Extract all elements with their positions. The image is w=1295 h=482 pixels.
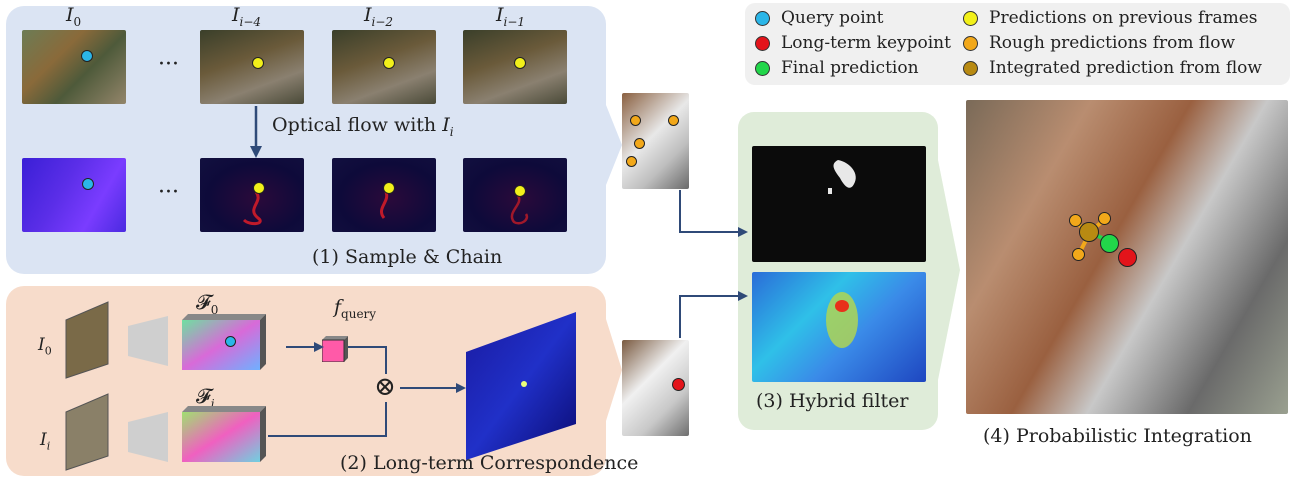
prev-prediction-marker xyxy=(514,185,526,197)
frame-label-i-1: Ii−1 xyxy=(496,4,526,29)
legend-label-final: Final prediction xyxy=(781,58,919,78)
final-prediction-marker xyxy=(1100,234,1119,253)
rough-prediction-marker xyxy=(630,115,641,126)
correlation-map xyxy=(466,312,576,460)
prev-prediction-marker xyxy=(252,57,264,69)
integrated-prediction-marker xyxy=(1079,222,1099,242)
legend-dot-integrated xyxy=(963,61,978,76)
feature-map-i xyxy=(182,406,266,462)
feature-map-0 xyxy=(182,314,266,370)
rough-prediction-marker xyxy=(626,156,637,167)
rgb-frame-0 xyxy=(22,30,126,104)
legend-dot-query xyxy=(755,11,770,26)
query-point-marker xyxy=(82,178,94,190)
frame-label-i-4: Ii−4 xyxy=(232,4,262,29)
flow-blob xyxy=(242,191,262,226)
prev-prediction-marker xyxy=(383,57,395,69)
legend-dot-previous xyxy=(963,11,978,26)
prev-prediction-marker xyxy=(253,182,265,194)
legend-label-longterm: Long-term keypoint xyxy=(781,33,951,53)
flow-frame-i-2 xyxy=(332,158,436,232)
flow-blob xyxy=(510,195,529,225)
rough-prediction-marker xyxy=(1072,248,1085,261)
fquery-label: fquery xyxy=(334,296,377,321)
optical-flow-arrow xyxy=(250,106,262,158)
legend-dot-rough xyxy=(963,36,978,51)
legend-label-previous: Predictions on previous frames xyxy=(989,8,1258,28)
ellipsis-row2: ··· xyxy=(158,180,179,205)
optical-flow-label: Optical flow with Ii xyxy=(272,114,454,139)
input-image-0 xyxy=(65,301,109,379)
legend-dot-final xyxy=(755,61,770,76)
flow-frame-0 xyxy=(22,158,126,232)
fquery-cube xyxy=(322,336,348,362)
flow-blob xyxy=(380,191,389,219)
input-label-0: I0 xyxy=(38,335,52,358)
long-term-caption: (2) Long-term Correspondence xyxy=(340,452,639,474)
encoder-shape-i xyxy=(128,412,168,462)
legend-label-query: Query point xyxy=(781,8,884,28)
flow-frame-i-4 xyxy=(200,158,304,232)
input-image-i xyxy=(65,393,109,471)
rough-prediction-marker xyxy=(1098,212,1111,225)
mask-shape xyxy=(828,160,856,194)
integration-caption: (4) Probabilistic Integration xyxy=(983,425,1252,447)
feature-label-0: 𝓕0 xyxy=(196,290,219,317)
long-term-keypoint-marker xyxy=(1118,248,1137,267)
rough-prediction-marker xyxy=(1069,214,1082,227)
encoder-shape-0 xyxy=(128,316,168,366)
long-term-keypoint-marker xyxy=(672,378,685,391)
hybrid-panel-arrow-tip xyxy=(936,150,960,390)
crop-to-hybrid-arrows xyxy=(679,190,748,338)
rough-prediction-marker xyxy=(634,138,645,149)
hybrid-filter-caption: (3) Hybrid filter xyxy=(756,390,909,412)
crop-rough xyxy=(622,93,689,189)
input-label-i: Ii xyxy=(40,430,51,453)
query-point-marker xyxy=(81,50,93,62)
feature-label-i: 𝓕i xyxy=(196,384,215,411)
frame-label-0: I0 xyxy=(66,4,82,29)
ellipsis-row1: ··· xyxy=(158,52,179,77)
rough-prediction-marker xyxy=(668,115,679,126)
legend: Query point Long-term keypoint Final pre… xyxy=(745,3,1290,85)
sample-panel-arrow-tip xyxy=(600,90,622,200)
correlation-operator: ⊗ xyxy=(374,372,396,402)
legend-label-rough: Rough predictions from flow xyxy=(989,33,1236,53)
prev-prediction-marker xyxy=(514,57,526,69)
query-point-marker xyxy=(225,336,236,347)
heat-hotspot xyxy=(826,292,858,348)
rgb-frame-i-4 xyxy=(200,30,304,104)
prev-prediction-marker xyxy=(383,182,395,194)
sample-chain-caption: (1) Sample & Chain xyxy=(312,246,503,268)
frame-label-i-2: Ii−2 xyxy=(364,4,394,29)
correspondence-connectors xyxy=(268,342,466,437)
long-panel-arrow-tip xyxy=(600,300,622,440)
legend-dot-longterm xyxy=(755,36,770,51)
legend-label-integrated: Integrated prediction from flow xyxy=(989,58,1262,78)
